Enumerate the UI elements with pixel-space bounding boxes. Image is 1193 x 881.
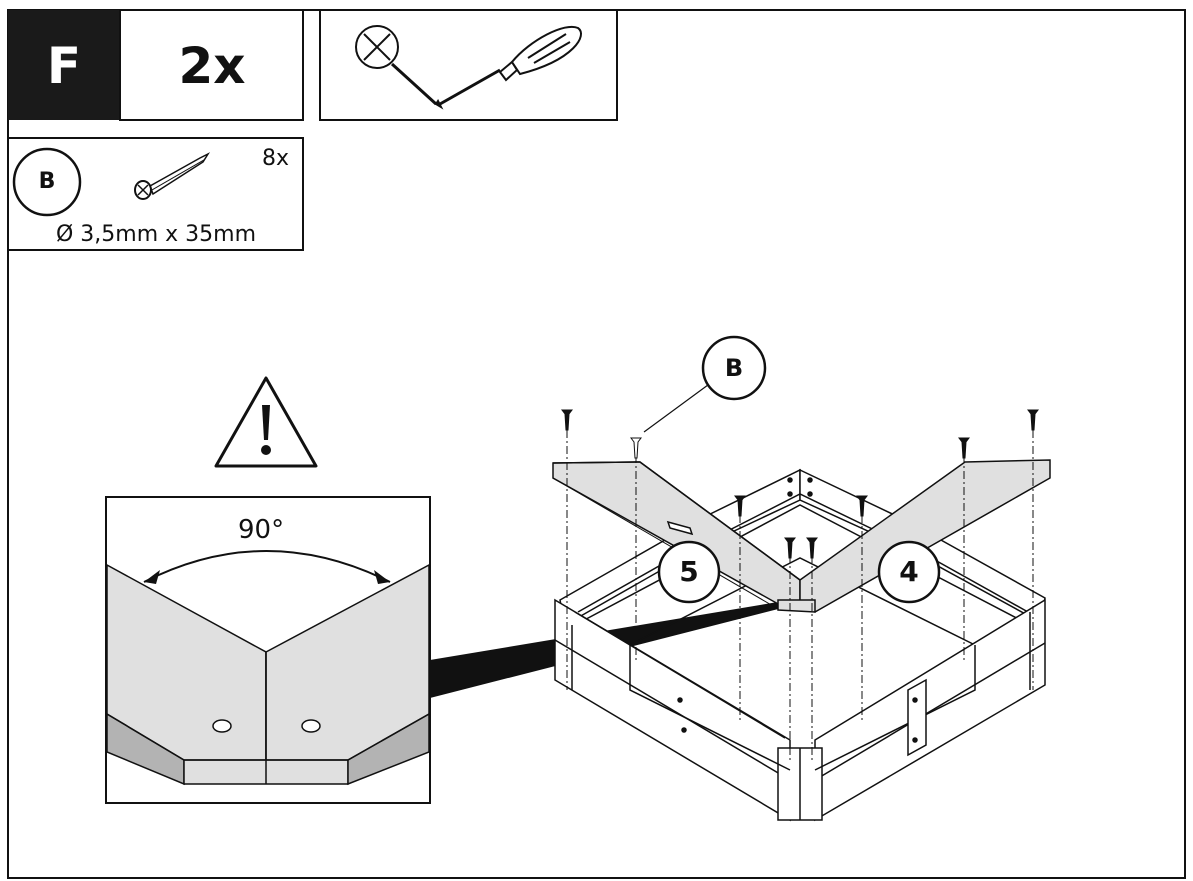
detail-box [105, 496, 431, 804]
screw-size: Ø 3,5mm x 35mm [56, 222, 257, 247]
callout-screw-label: B [724, 354, 744, 382]
screws [561, 409, 1039, 559]
callout-part-5-label: 5 [679, 555, 699, 588]
screw-icon [134, 152, 211, 200]
callout-part-4 [877, 540, 941, 604]
screw-count: 8x [262, 146, 290, 171]
warning-triangle-icon [214, 376, 318, 468]
quantity-box [119, 9, 304, 121]
screwdriver-icon [355, 25, 582, 110]
callout-part-4-label: 4 [899, 555, 919, 588]
hardware-box [7, 137, 304, 251]
callout-b [643, 335, 767, 433]
callout-part-5 [657, 540, 721, 604]
sandbox-frame [554, 468, 1046, 822]
step-letter-box [8, 10, 120, 120]
angle-label: 90° [238, 515, 285, 545]
angle-arc [143, 550, 391, 583]
screw-guides [566, 430, 1034, 760]
part-b-circle [12, 147, 82, 217]
screw-hole [212, 719, 232, 733]
screw-hole [301, 719, 321, 733]
step-quantity: 2x [178, 37, 246, 95]
step-letter: F [46, 37, 82, 95]
hardware-part-label: B [38, 169, 56, 194]
